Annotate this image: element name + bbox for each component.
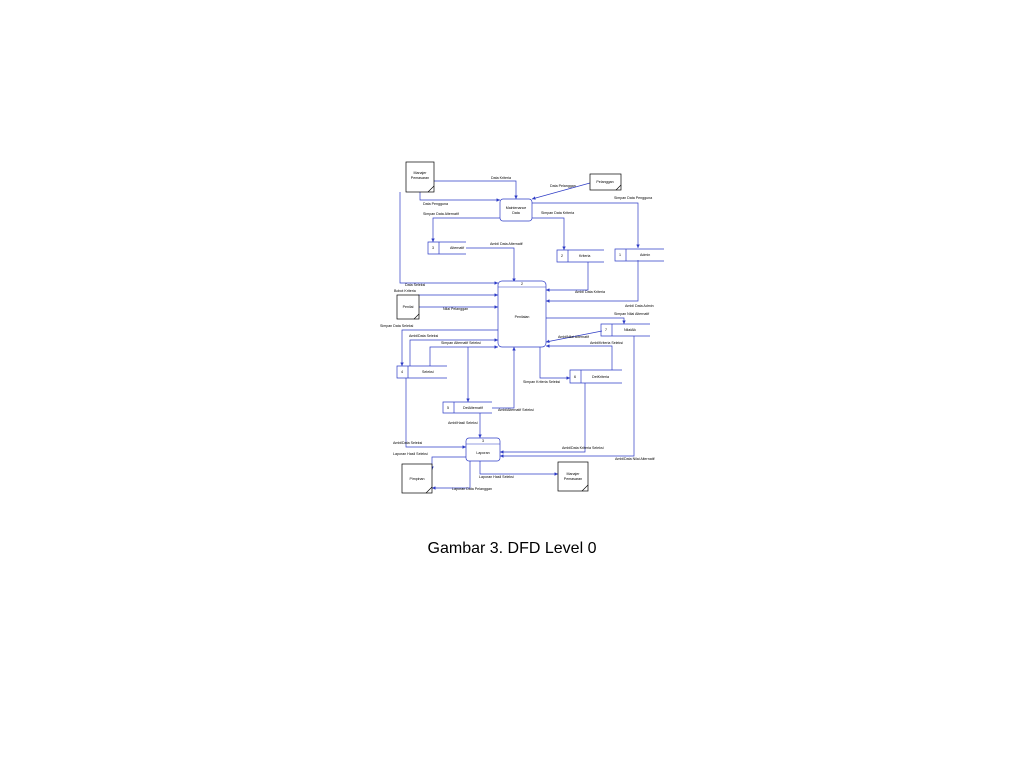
process-label: Penilaian	[515, 315, 530, 319]
process-number: 2	[521, 282, 523, 286]
entity-label: Pemasaran	[564, 477, 582, 481]
process-number: 3	[482, 439, 484, 443]
flow-label-simpan-data-alternatif: Simpan Data Alternatif	[423, 212, 459, 216]
flow-label-laporan-data-pelanggan: Laporan Data Pelanggan	[452, 487, 492, 491]
store-label: DetAlternatif	[463, 406, 483, 410]
flow-label-simpan-alternatif-seleksi: Simpan Alternatif Seleksi	[441, 341, 481, 345]
process-label: Maintenance	[506, 206, 527, 210]
process-penilaian: 2 Penilaian	[497, 280, 547, 348]
process-label: Data	[512, 211, 520, 215]
store-label: Admin	[640, 253, 650, 257]
flow-label-simpan-data-seleksi: Simpan Data Seleksi	[380, 324, 414, 328]
flow-label-ambil-data-alternatif: Ambil Data Alternatif	[490, 242, 523, 246]
flow-label-laporan-hasil-seleksi: Laporan Hasil Seleksi	[393, 452, 428, 456]
flow-label-ambil-nilai-alternatif: AmbilNilai Alternatif	[558, 335, 589, 339]
flow-lines	[399, 180, 640, 490]
store-number: 3	[432, 246, 434, 250]
store-nilaiaik: 7 NilaiAik	[600, 323, 650, 337]
store-kriteria: 2 Kriteria	[556, 249, 604, 263]
flow-label-simpan-data-kriteria: Simpan Data Kriteria	[541, 211, 574, 215]
store-label: Alternatif	[450, 246, 464, 250]
store-label: Kriteria	[579, 254, 590, 258]
entity-label: Pemasaran	[411, 176, 429, 180]
process-label: Laporan	[476, 451, 489, 455]
store-admin: 1 Admin	[614, 248, 664, 262]
store-detalternatif: 5 DetAlternatif	[442, 401, 492, 414]
flow-label-ambil-kriteria-seleksi: AmbilKriteria Seleksi	[590, 341, 623, 345]
flow-label-data-pelanggan: Data Pelanggan	[550, 184, 576, 188]
entity-label: Manajer	[567, 472, 581, 476]
flow-label-data-seleksi: Data Seleksi	[405, 283, 425, 287]
process-maintenance-data: Maintenance Data	[499, 198, 533, 222]
flow-label-ambil-data-nilai-alternatif: AmbilData Nilai Alternatif	[615, 457, 655, 461]
process-laporan: 3 Laporan	[465, 437, 501, 462]
store-number: 4	[401, 370, 403, 374]
store-label: Seleksi	[422, 370, 434, 374]
flow-label-simpan-nilai-alternatif: Simpan Nilai Alternatif	[614, 312, 649, 316]
store-number: 6	[574, 375, 576, 379]
figure-caption: Gambar 3. DFD Level 0	[427, 540, 597, 557]
flow-label-laporan-hasil-seleksi-2: Laporan Hasil Seleksi	[479, 475, 514, 479]
store-number: 1	[619, 253, 621, 257]
entity-penilai: Penilai	[396, 294, 420, 320]
entity-pimpinan: Pimpinan	[401, 463, 433, 494]
entity-label: Penilai	[403, 305, 414, 309]
store-detkriteria: 6 DetKriteria	[569, 369, 622, 384]
flow-label-ambil-data-admin: Ambil Data Admin	[625, 304, 654, 308]
store-seleksi: 4 Seleksi	[396, 365, 447, 379]
flow-label-bobot-kriteria: Bobot Kriteria	[394, 289, 416, 293]
entity-pelanggan: Pelanggan	[589, 173, 622, 191]
flow-label-data-pengguna: Data Pengguna	[423, 202, 448, 206]
store-label: NilaiAik	[624, 328, 636, 332]
flow-labels: Data Kriteria Data Pelanggan Simpan Data…	[380, 176, 655, 491]
flow-label-ambil-alternatif-seleksi: AmbilAlternatif Seleksi	[498, 408, 534, 412]
entity-manajer-pemasaran-top: Manajer Pemasaran	[405, 161, 435, 193]
flow-label-ambil-data-kriteria-seleksi: AmbilData Kriteria Seleksi	[562, 446, 604, 450]
store-number: 5	[447, 406, 449, 410]
flow-label-simpan-data-pengguna: Simpan Data Pengguna	[614, 196, 652, 200]
flow-label-ambil-data-seleksi: AmbilData Seleksi	[409, 334, 438, 338]
flow-label-ambil-data-kriteria: Ambil Data Kriteria	[575, 290, 605, 294]
entity-label: Manajer	[414, 171, 428, 175]
entity-label: Pelanggan	[596, 180, 613, 184]
flow-label-ambil-data-seleksi-2: AmbilData Seleksi	[393, 441, 422, 445]
store-number: 7	[605, 328, 607, 332]
entity-manajer-pemasaran-bottom: Manajer Pemasaran	[557, 461, 589, 492]
store-alternatif: 3 Alternatif	[427, 241, 466, 255]
flow-label-data-kriteria: Data Kriteria	[491, 176, 511, 180]
store-label: DetKriteria	[592, 375, 609, 379]
entity-label: Pimpinan	[410, 477, 425, 481]
flow-label-nilai-pelanggan: Nilai Pelanggan	[443, 307, 468, 311]
flow-label-simpan-kriteria-seleksi: Simpan Kriteria Seleksi	[523, 380, 560, 384]
store-number: 2	[561, 254, 563, 258]
flow-label-ambil-hasil-seleksi: AmbilHasil Seleksi	[448, 421, 478, 425]
